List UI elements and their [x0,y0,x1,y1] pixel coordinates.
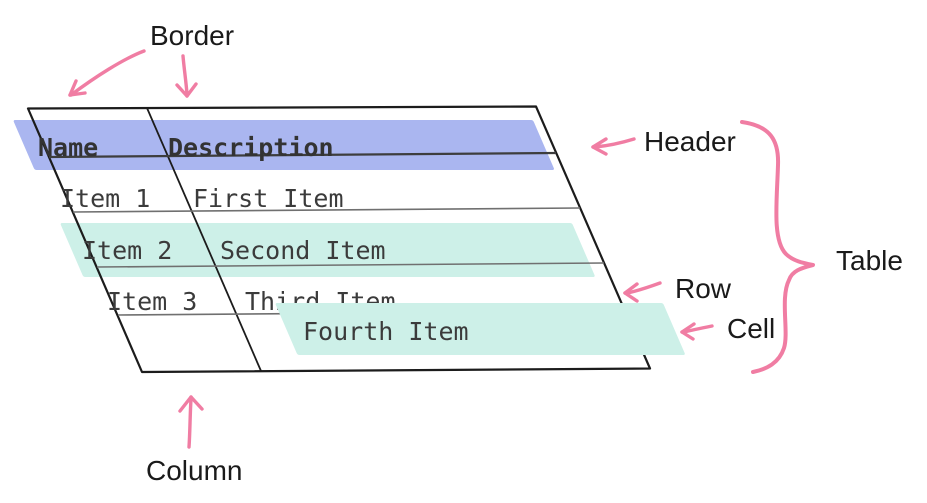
column-header-name: Name [38,133,99,162]
label-cell: Cell [727,313,776,344]
label-row: Row [675,273,732,304]
border-left-arrow [68,49,146,97]
header-arrow [591,137,636,156]
column-arrow [178,395,204,449]
cell-name-row2: Item 2 [82,236,173,265]
cell-description-row1: First Item [193,184,344,213]
column-header-description: Description [168,133,334,162]
label-border: Border [150,20,235,51]
border-top-arrow [175,54,198,98]
cell-name-row1: Item 1 [60,184,151,213]
label-column: Column [146,455,243,486]
cell-description-row2: Second Item [220,236,386,265]
label-table: Table [836,245,903,276]
cell-description-row4: Fourth Item [303,317,469,346]
cell-arrow [680,322,714,341]
label-header: Header [644,126,736,157]
cell-name-row3: Item 3 [107,287,198,316]
row-arrow [623,281,662,303]
